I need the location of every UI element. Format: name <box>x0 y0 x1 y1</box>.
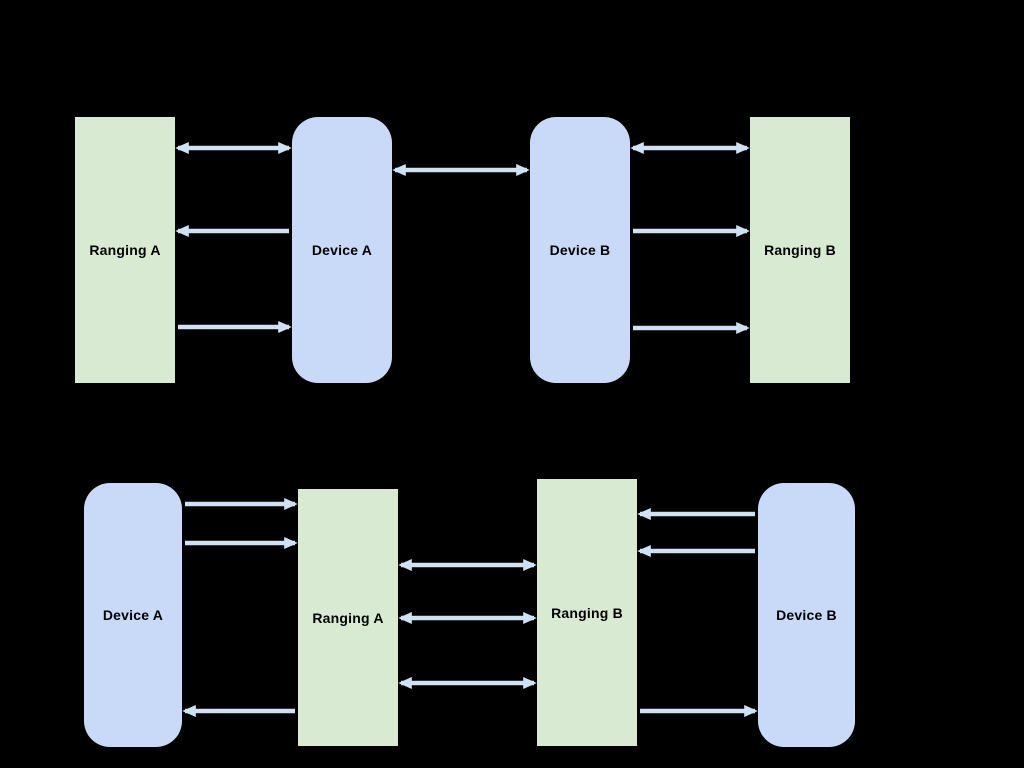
node-label-device-b-top: Device B <box>549 242 611 258</box>
node-label-ranging-a-top: Ranging A <box>89 242 161 258</box>
node-ranging-b-top: Ranging B <box>750 117 850 383</box>
node-ranging-a-top: Ranging A <box>75 117 175 383</box>
node-label-device-a-top: Device A <box>311 242 373 258</box>
node-device-b-top: Device B <box>530 117 630 383</box>
node-label-ranging-b-top: Ranging B <box>764 242 836 258</box>
node-ranging-b-bottom: Ranging B <box>537 479 637 746</box>
node-label-device-b-bottom: Device B <box>776 607 837 623</box>
node-ranging-a-bottom: Ranging A <box>298 489 398 746</box>
node-device-a-top: Device A <box>292 117 392 383</box>
node-label-ranging-b-bottom: Ranging B <box>551 604 623 621</box>
node-device-a-bottom: Device A <box>84 483 182 747</box>
node-label-ranging-a-bottom: Ranging A <box>312 609 384 626</box>
node-device-b-bottom: Device B <box>758 483 855 747</box>
node-label-device-a-bottom: Device A <box>102 607 164 623</box>
